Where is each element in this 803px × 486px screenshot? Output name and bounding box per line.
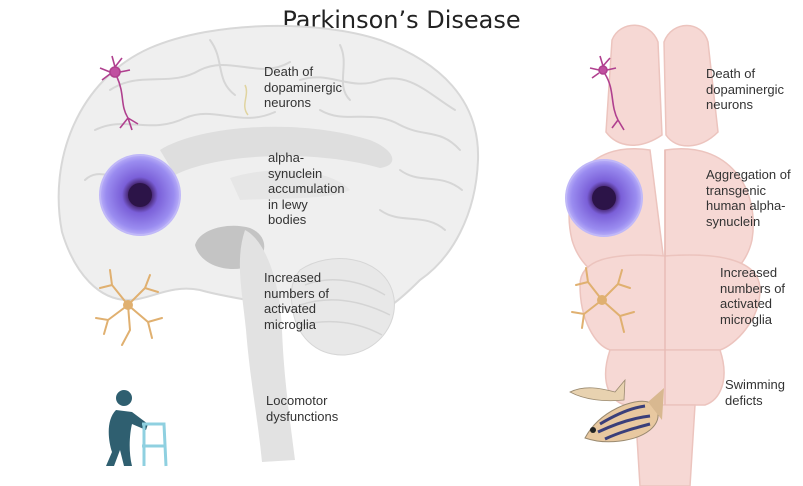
fish-label-neuron-death: Death of dopaminergic neurons bbox=[706, 66, 784, 113]
fish-label-microglia: Increased numbers of activated microglia bbox=[720, 265, 785, 327]
fish-label-swimming: Swimming deficts bbox=[725, 377, 785, 408]
lewy-body-icon bbox=[100, 155, 180, 235]
lewy-body-icon bbox=[566, 160, 642, 236]
human-label-locomotor: Locomotor dysfunctions bbox=[266, 393, 338, 424]
human-label-alpha-synuclein: alpha- synuclein accumulation in lewy bo… bbox=[268, 150, 345, 228]
person-with-walker-icon bbox=[106, 390, 166, 466]
human-label-microglia: Increased numbers of activated microglia bbox=[264, 270, 329, 332]
fish-label-alpha-synuclein: Aggregation of transgenic human alpha- s… bbox=[706, 167, 791, 229]
human-label-neuron-death: Death of dopaminergic neurons bbox=[264, 64, 342, 111]
